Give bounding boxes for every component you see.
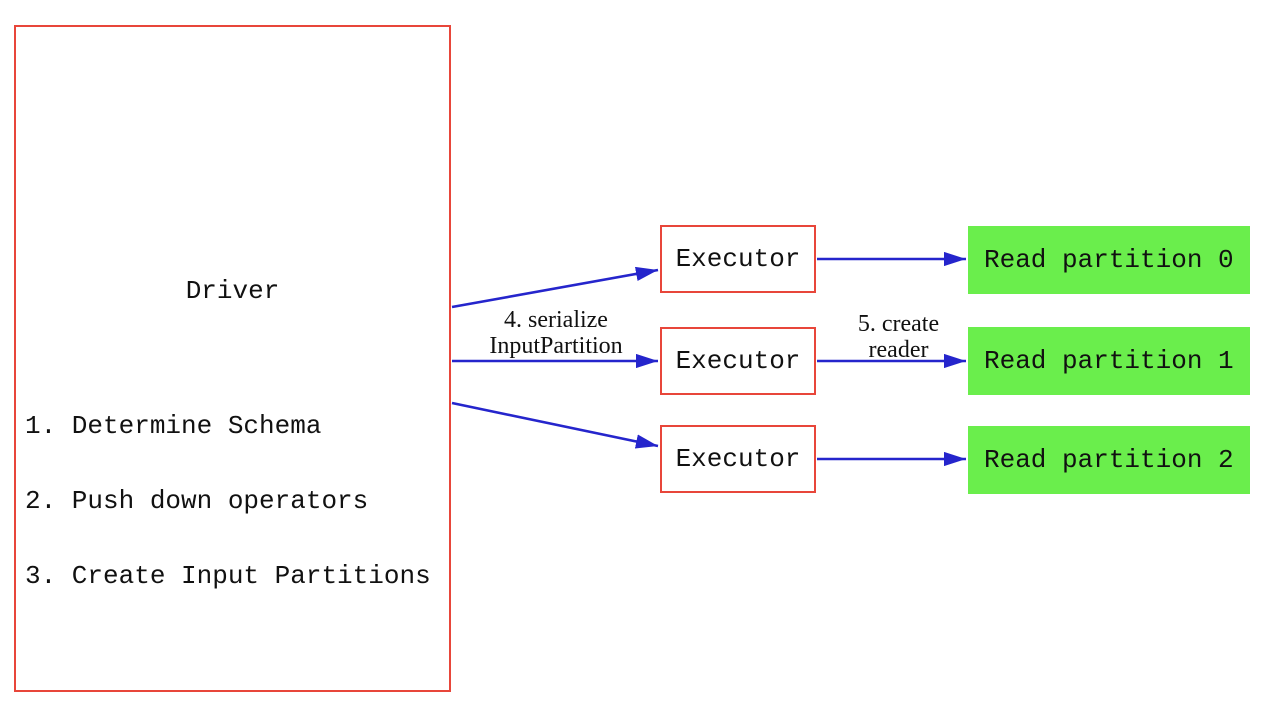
read-partition-1-box: Read partition 1 [968,327,1250,395]
driver-title: Driver [185,276,280,306]
driver-step-1: 1. Determine Schema [25,411,322,441]
edge-label-reader-line1: 5. create [857,311,940,337]
driver-box [14,25,451,692]
edge-label-serialize-line1: 4. serialize [504,307,608,333]
read-partition-2-box: Read partition 2 [968,426,1250,494]
driver-steps: 1. Determine Schema 2. Push down operato… [25,364,431,639]
executor-box-3: Executor [660,425,816,493]
executor-box-1: Executor [660,225,816,293]
driver-step-3: 3. Create Input Partitions [25,561,431,591]
edge-label-serialize-line2: InputPartition [489,333,623,359]
edge-label-serialize-inputpartition: 4. serialize InputPartition [446,307,666,359]
edge-label-create-reader: 5. create reader [816,311,981,363]
executor-box-2: Executor [660,327,816,395]
edge-label-reader-line2: reader [868,337,929,363]
arrow-driver-to-executor-1 [451,266,659,309]
read-partition-0-box: Read partition 0 [968,226,1250,294]
driver-step-2: 2. Push down operators [25,486,369,516]
arrow-driver-to-executor-3 [451,401,659,449]
